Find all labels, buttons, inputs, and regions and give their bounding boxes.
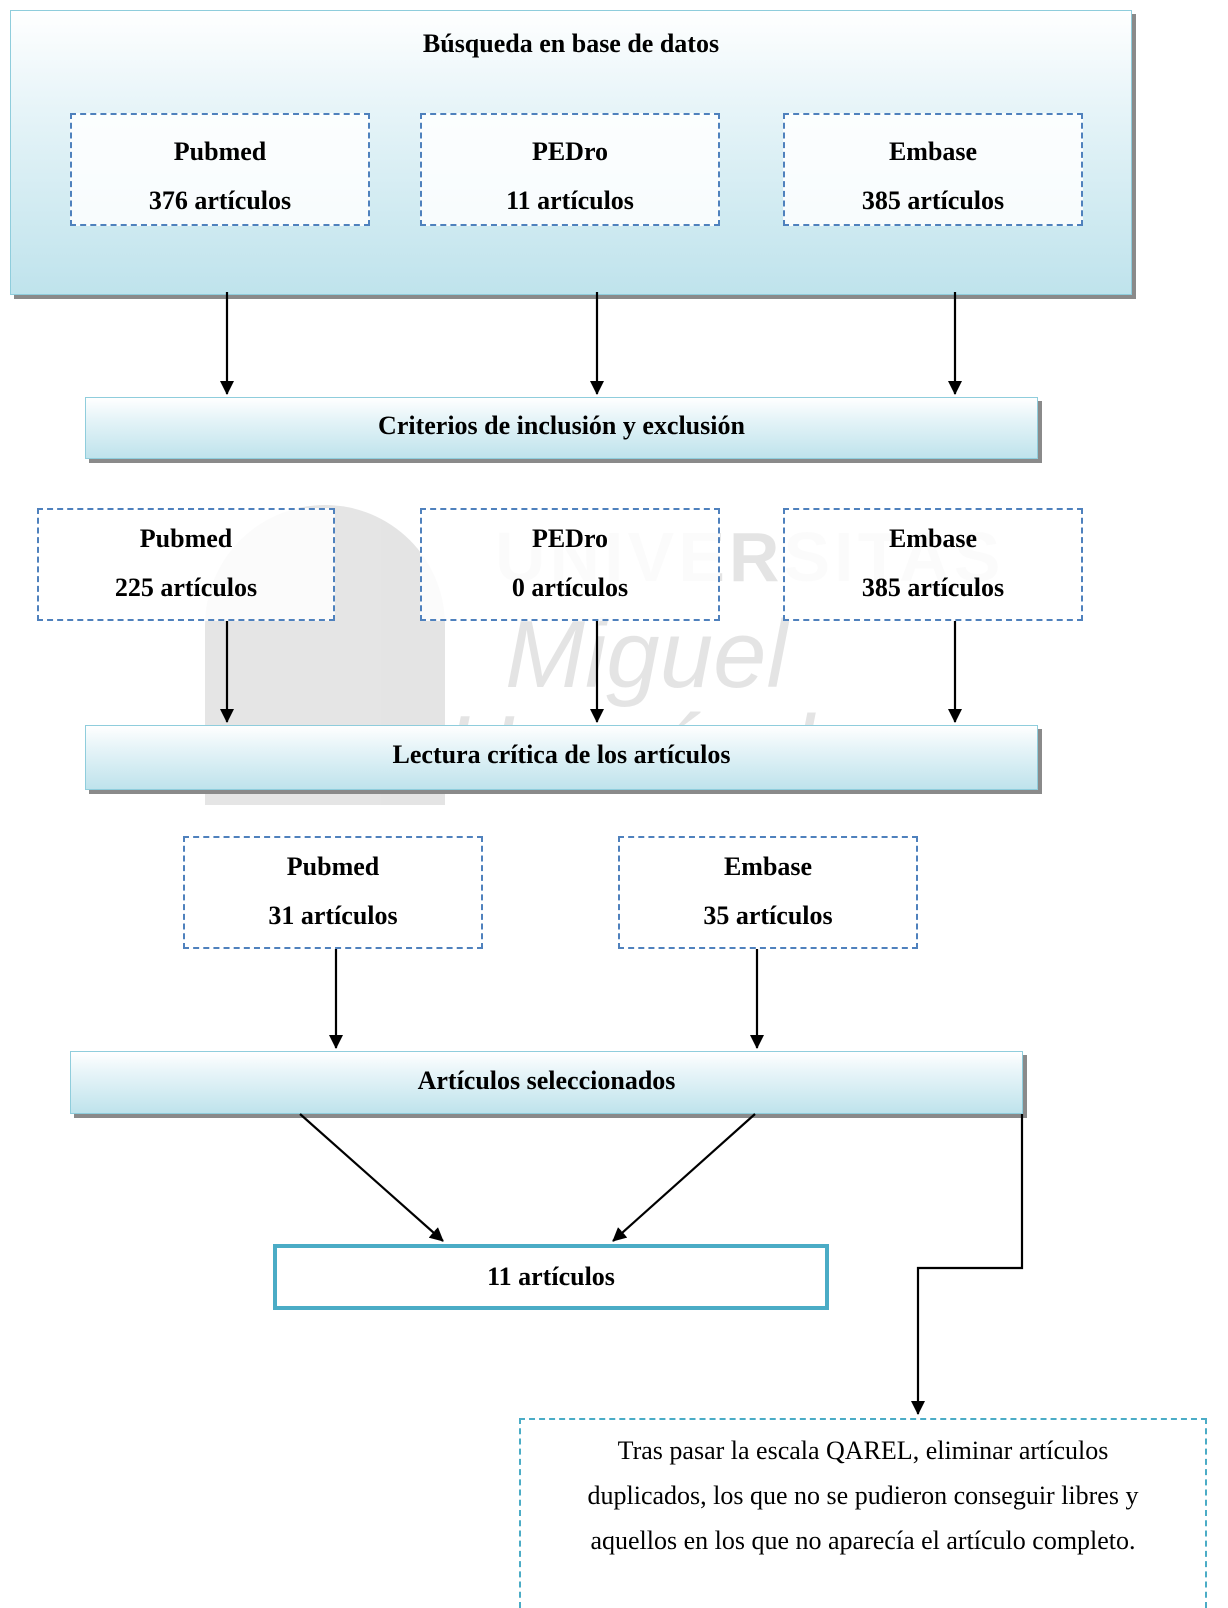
source-name: Pubmed	[286, 852, 380, 881]
source-count: 376 artículos	[148, 186, 292, 215]
after-criteria-box-pubmed: Pubmed 225 artículos	[37, 508, 335, 621]
source-name: Embase	[888, 524, 978, 553]
selected-articles-label: Artículos seleccionados	[417, 1066, 676, 1095]
arrow-selected-to-note	[911, 1114, 1024, 1415]
source-count: 385 artículos	[861, 186, 1005, 215]
after-reading-box-embase: Embase 35 artículos	[618, 836, 918, 949]
selected-articles-box: Artículos seleccionados	[70, 1051, 1023, 1114]
source-box-pubmed: Pubmed 376 artículos	[70, 113, 370, 226]
arrow-selected-to-final-right	[612, 1113, 756, 1242]
database-search-title: Búsqueda en base de datos	[422, 29, 720, 58]
criteria-box: Criterios de inclusión y exclusión	[85, 397, 1038, 459]
after-criteria-box-pedro: PEDro 0 artículos	[420, 508, 720, 621]
source-count: 35 artículos	[703, 901, 833, 930]
after-reading-box-pubmed: Pubmed 31 artículos	[183, 836, 483, 949]
after-criteria-box-embase: Embase 385 artículos	[783, 508, 1083, 621]
source-count: 225 artículos	[114, 573, 258, 602]
arrow-selected-to-final-left	[299, 1113, 444, 1242]
note-line-1: Tras pasar la escala QAREL, eliminar art…	[617, 1436, 1109, 1465]
source-name: Pubmed	[173, 137, 267, 166]
source-count: 31 artículos	[268, 901, 398, 930]
source-box-pedro: PEDro 11 artículos	[420, 113, 720, 226]
final-articles-box: 11 artículos	[273, 1244, 829, 1310]
final-articles-label: 11 artículos	[487, 1262, 615, 1291]
source-name: PEDro	[531, 524, 609, 553]
critical-reading-label: Lectura crítica de los artículos	[392, 740, 731, 769]
note-line-2: duplicados, los que no se pudieron conse…	[587, 1481, 1139, 1510]
source-count: 11 artículos	[506, 186, 634, 215]
source-count: 385 artículos	[861, 573, 1005, 602]
source-box-embase: Embase 385 artículos	[783, 113, 1083, 226]
exclusion-note-box: Tras pasar la escala QAREL, eliminar art…	[519, 1418, 1207, 1608]
source-name: PEDro	[531, 137, 609, 166]
source-count: 0 artículos	[511, 573, 629, 602]
source-name: Embase	[888, 137, 978, 166]
criteria-label: Criterios de inclusión y exclusión	[378, 411, 745, 440]
source-name: Pubmed	[139, 524, 233, 553]
critical-reading-box: Lectura crítica de los artículos	[85, 725, 1038, 790]
source-name: Embase	[723, 852, 813, 881]
note-line-3: aquellos en los que no aparecía el artíc…	[590, 1526, 1136, 1555]
